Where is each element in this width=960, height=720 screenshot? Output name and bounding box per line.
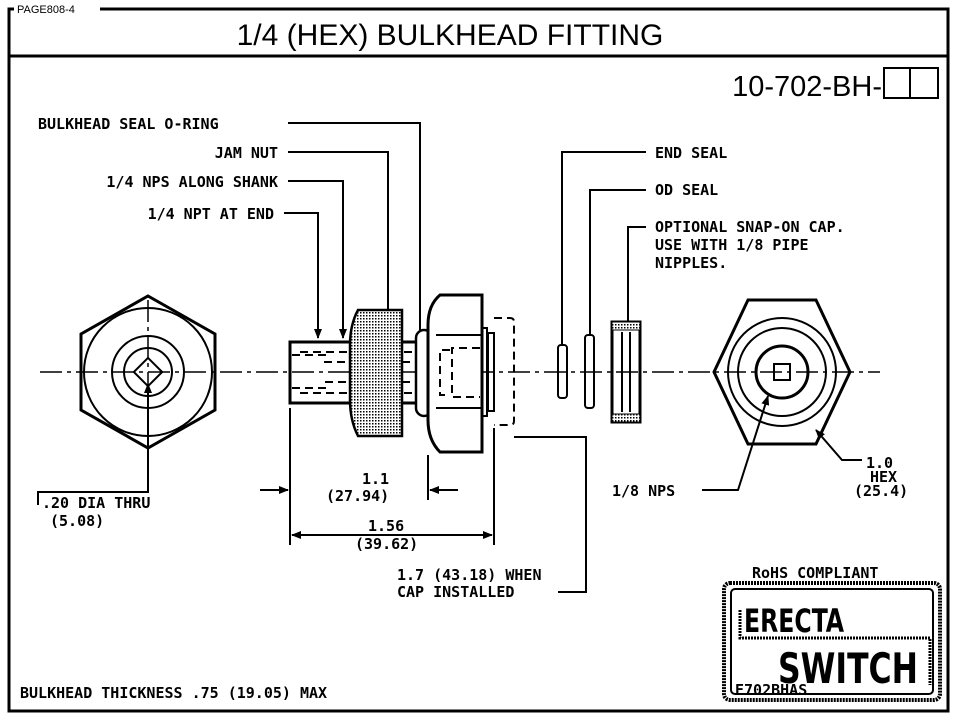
callout-dia-thru: .20 DIA THRU bbox=[42, 494, 150, 512]
rohs-compliant-label: RoHS COMPLIANT bbox=[752, 564, 878, 582]
callout-hex-size: 1.0 bbox=[866, 454, 893, 472]
callout-1-8-nps: 1/8 NPS bbox=[612, 482, 675, 500]
callout-oring: BULKHEAD SEAL O-RING bbox=[38, 115, 219, 133]
part-number: 10-702-BH- bbox=[732, 71, 882, 103]
callout-end-seal: END SEAL bbox=[655, 144, 727, 162]
hex-body bbox=[426, 293, 484, 454]
logo-switch: SWITCH bbox=[778, 644, 918, 693]
callout-nps-shank: 1/4 NPS ALONG SHANK bbox=[106, 173, 278, 191]
callout-cap-line2: USE WITH 1/8 PIPE bbox=[655, 236, 809, 254]
page-label: PAGE808-4 bbox=[17, 4, 75, 16]
erecta-switch-logo: ERECTA SWITCH E702BHAS bbox=[722, 581, 942, 702]
callout-od-seal: OD SEAL bbox=[655, 181, 718, 199]
optional-cap-outline bbox=[494, 317, 515, 426]
logo-code: E702BHAS bbox=[735, 681, 807, 699]
footer-note: BULKHEAD THICKNESS .75 (19.05) MAX bbox=[20, 684, 327, 702]
page-title: 1/4 (HEX) BULKHEAD FITTING bbox=[237, 19, 664, 52]
part-number-box-1[interactable] bbox=[883, 67, 911, 99]
callout-cap-line3: NIPPLES. bbox=[655, 254, 727, 272]
callout-jam-nut: JAM NUT bbox=[215, 144, 278, 162]
dim-1-7-note: CAP INSTALLED bbox=[397, 583, 514, 601]
part-number-box-2[interactable] bbox=[909, 67, 939, 99]
sheet-border bbox=[7, 7, 950, 713]
dim-1-1-mm: (27.94) bbox=[326, 487, 389, 505]
callout-dia-thru-mm: (5.08) bbox=[50, 512, 104, 530]
dim-1-7: 1.7 (43.18) WHEN bbox=[397, 566, 542, 584]
snap-on-cap bbox=[610, 320, 642, 424]
callout-npt-end: 1/4 NPT AT END bbox=[148, 205, 274, 223]
right-end-view bbox=[712, 298, 852, 446]
dim-1-56-mm: (39.62) bbox=[355, 535, 418, 553]
callout-hex-label: HEX bbox=[870, 468, 897, 486]
callout-hex-mm: (25.4) bbox=[854, 482, 908, 500]
logo-erecta: ERECTA bbox=[744, 602, 845, 640]
jam-nut bbox=[348, 308, 404, 438]
fitting-side-view bbox=[288, 293, 515, 454]
dim-1-1: 1.1 bbox=[362, 470, 389, 488]
callout-cap-line1: OPTIONAL SNAP-ON CAP. bbox=[655, 218, 845, 236]
dim-1-56: 1.56 bbox=[368, 517, 404, 535]
